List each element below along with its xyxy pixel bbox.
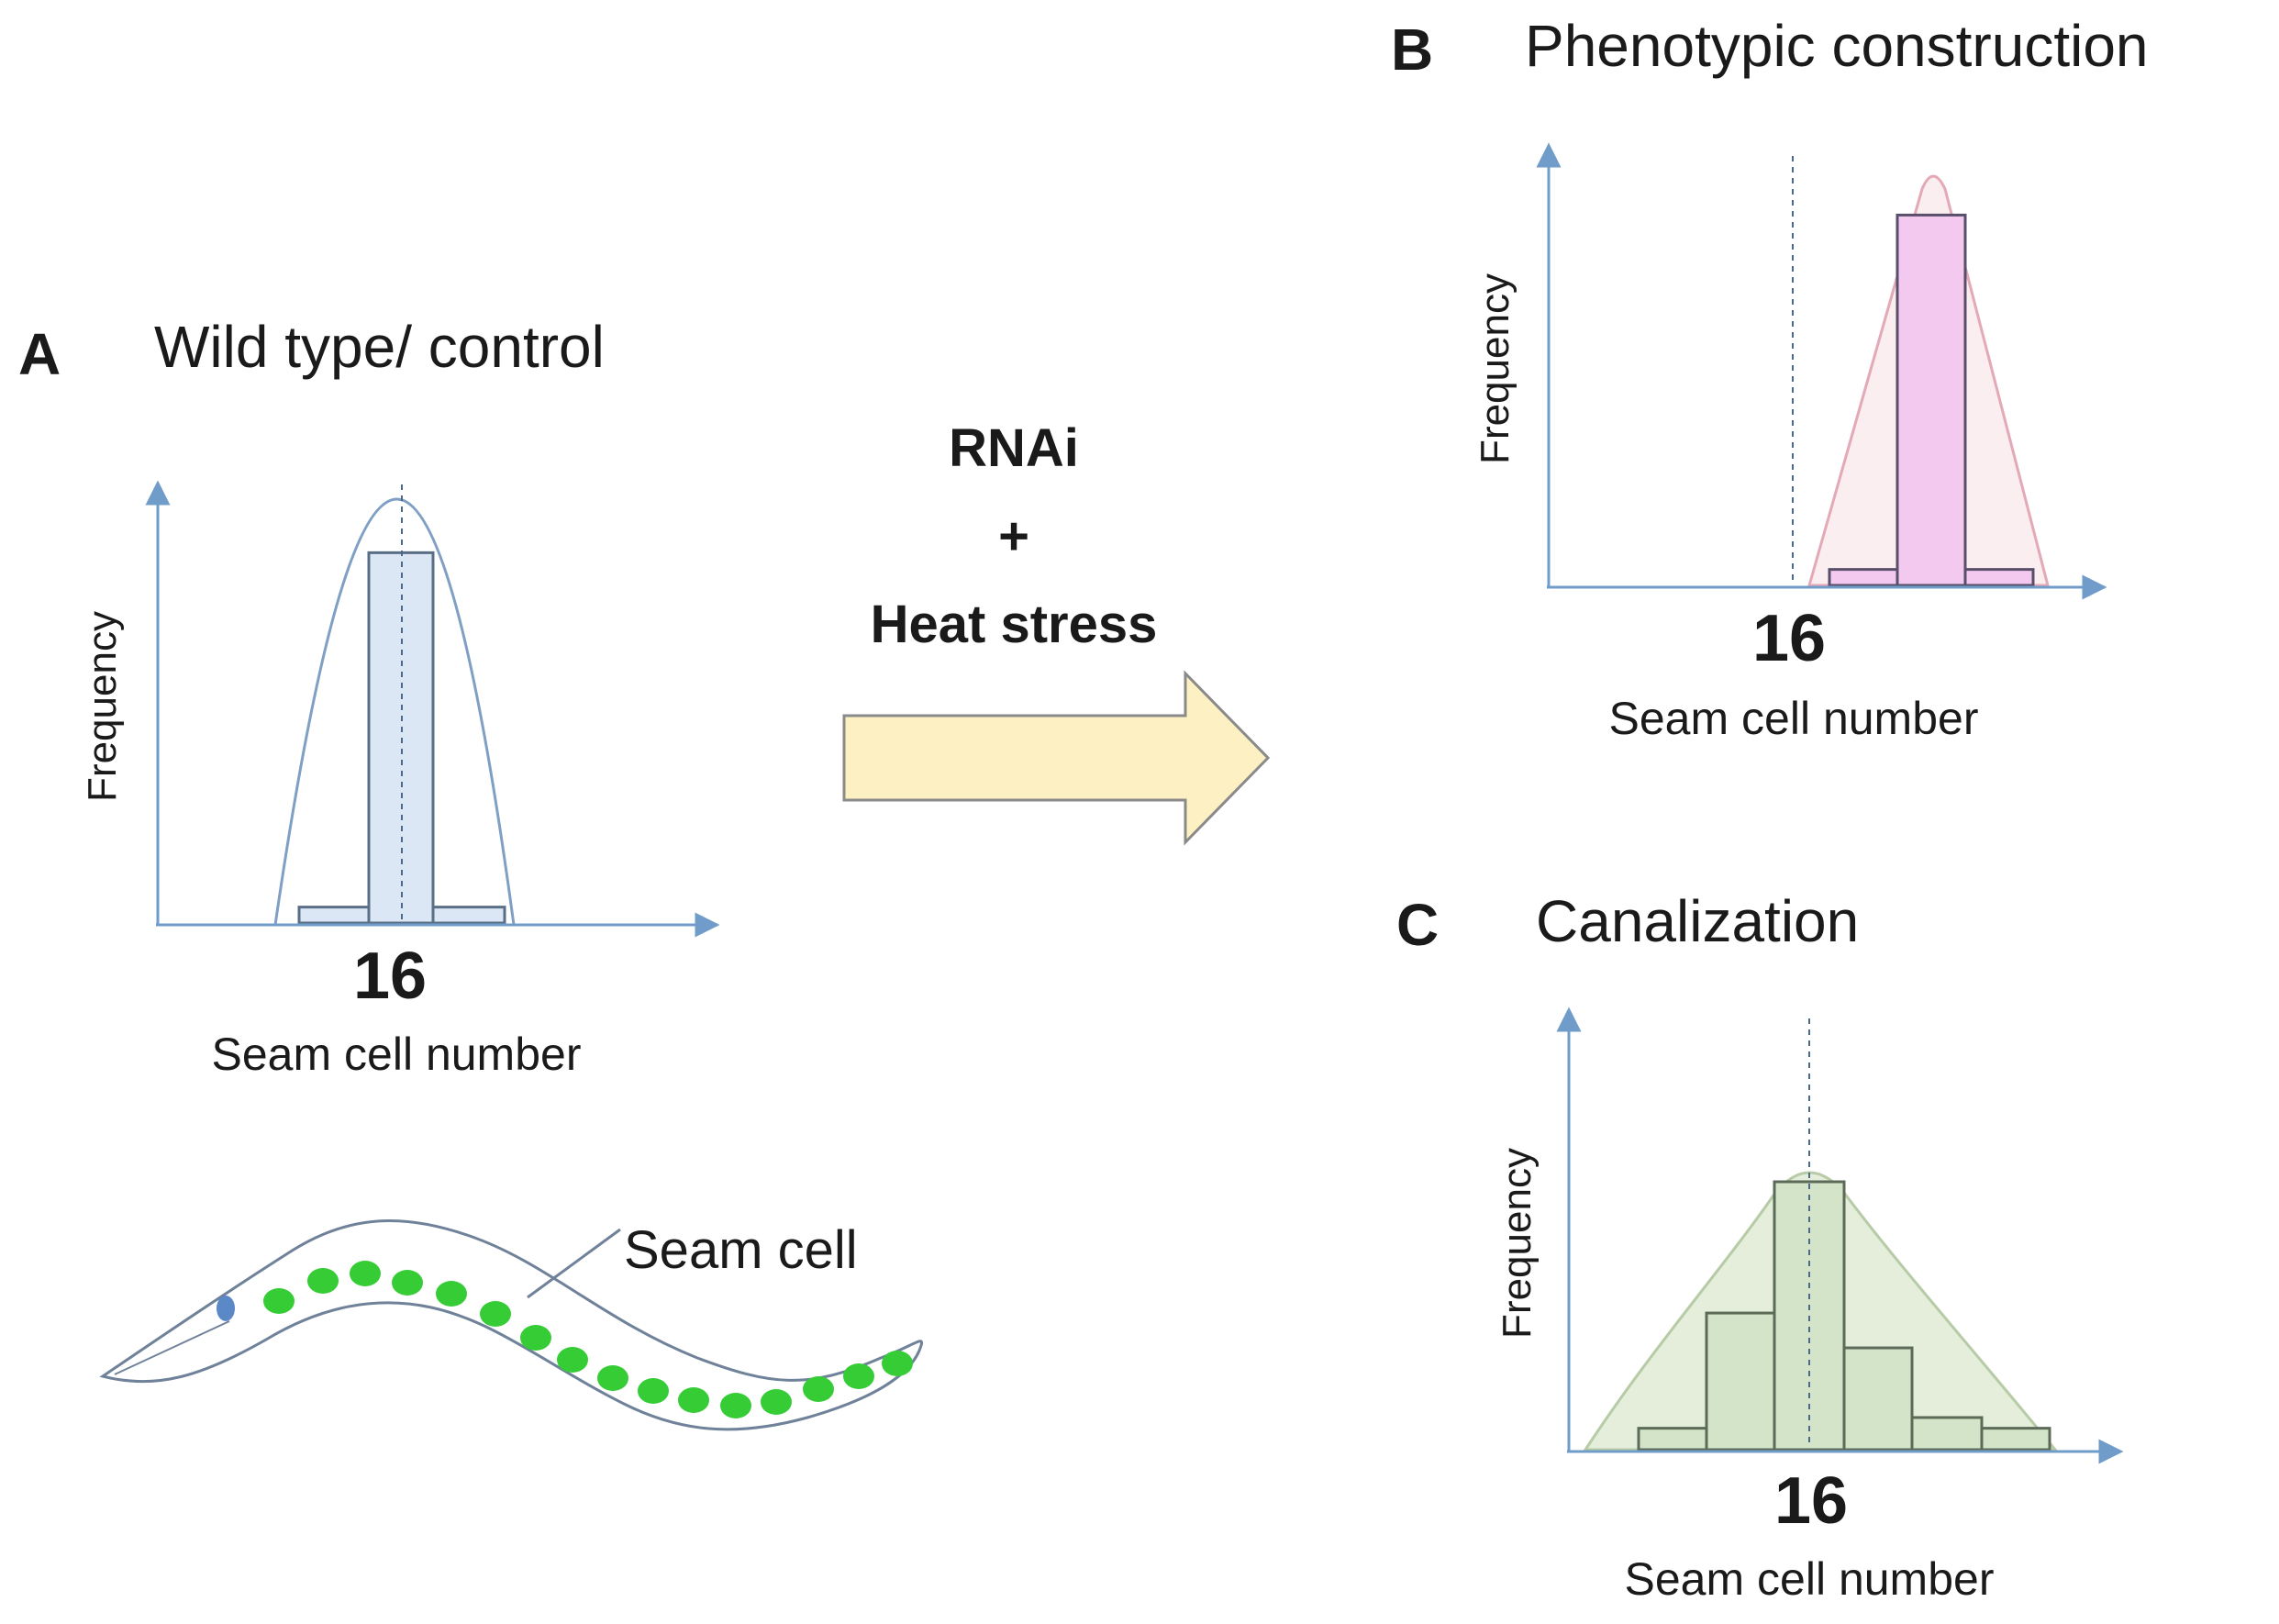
panel-c-bar xyxy=(1637,1427,1708,1452)
seam-cell-dot xyxy=(761,1389,792,1415)
panel-b-y-axis-label: Frequency xyxy=(1473,273,1517,464)
seam-cell-dot xyxy=(307,1268,339,1294)
panel-b-title: Phenotypic construction xyxy=(1525,13,2149,79)
seam-cell-dot xyxy=(882,1351,913,1376)
panel-a-distribution-curve xyxy=(273,497,516,926)
panel-c-bar xyxy=(1910,1416,1984,1452)
panel-c-histogram xyxy=(1583,1018,2059,1452)
seam-cell-dot xyxy=(557,1347,588,1373)
seam-cell-label: Seam cell xyxy=(624,1220,858,1280)
panel-a-bar xyxy=(297,906,371,925)
worm-illustration: Seam cell xyxy=(99,1219,924,1431)
seam-cell-dot xyxy=(597,1365,628,1391)
panel-b-bar xyxy=(1828,568,1899,587)
panel-a-bar xyxy=(431,906,506,925)
treatment-line-3: Heat stress xyxy=(871,595,1158,654)
seam-cell-dot xyxy=(843,1363,874,1389)
panel-b: B Phenotypic construction Frequency 16 S… xyxy=(1391,13,2149,744)
panel-b-histogram xyxy=(1792,156,2050,587)
panel-a-x-axis-label: Seam cell number xyxy=(212,1029,582,1080)
seam-cell-dot xyxy=(638,1378,669,1404)
seam-cell-pointer xyxy=(527,1228,621,1299)
panel-c-title: Canalization xyxy=(1536,888,1859,954)
panel-c: C Canalization Frequency 16 Seam cell nu… xyxy=(1396,888,2124,1605)
panel-c-x-axis-label: Seam cell number xyxy=(1625,1553,1995,1605)
treatment-arrow xyxy=(842,670,1271,846)
panel-b-x-value: 16 xyxy=(1752,602,1826,675)
worm-head-detail xyxy=(114,1320,230,1375)
seam-cell-dot xyxy=(678,1387,709,1413)
worm-body-outline xyxy=(99,1219,924,1431)
panel-a-x-value: 16 xyxy=(353,940,427,1013)
seam-cells xyxy=(263,1261,913,1418)
panel-c-x-value: 16 xyxy=(1774,1464,1848,1538)
seam-cell-dot xyxy=(720,1393,751,1418)
seam-cell-dot xyxy=(520,1325,551,1351)
panel-a: A Wild type/ control Frequency 16 Seam c… xyxy=(18,314,720,1080)
panel-b-x-axis-label: Seam cell number xyxy=(1609,693,1979,744)
panel-b-bar xyxy=(1963,568,2035,587)
seam-cell-dot xyxy=(480,1301,511,1327)
seam-cell-dot xyxy=(350,1261,381,1286)
seam-cell-dot xyxy=(803,1376,834,1402)
panel-b-bar xyxy=(1895,213,1967,587)
worm-nucleus xyxy=(217,1296,235,1321)
panel-c-bar xyxy=(1980,1427,2051,1452)
panel-a-histogram xyxy=(273,484,516,926)
panel-c-letter: C xyxy=(1396,892,1439,958)
seam-cell-dot xyxy=(436,1281,467,1307)
treatment: RNAi + Heat stress xyxy=(842,418,1271,846)
panel-a-title: Wild type/ control xyxy=(154,314,605,380)
panel-a-letter: A xyxy=(18,321,61,387)
seam-cell-dot xyxy=(392,1270,423,1296)
treatment-line-2: + xyxy=(998,506,1029,566)
panel-a-y-axis-label: Frequency xyxy=(80,611,125,802)
panel-c-bar xyxy=(1842,1346,1914,1452)
treatment-line-1: RNAi xyxy=(949,418,1079,478)
seam-cell-dot xyxy=(263,1288,295,1314)
panel-b-letter: B xyxy=(1391,17,1433,83)
panel-c-bar xyxy=(1705,1311,1776,1452)
panel-c-y-axis-label: Frequency xyxy=(1495,1148,1540,1339)
